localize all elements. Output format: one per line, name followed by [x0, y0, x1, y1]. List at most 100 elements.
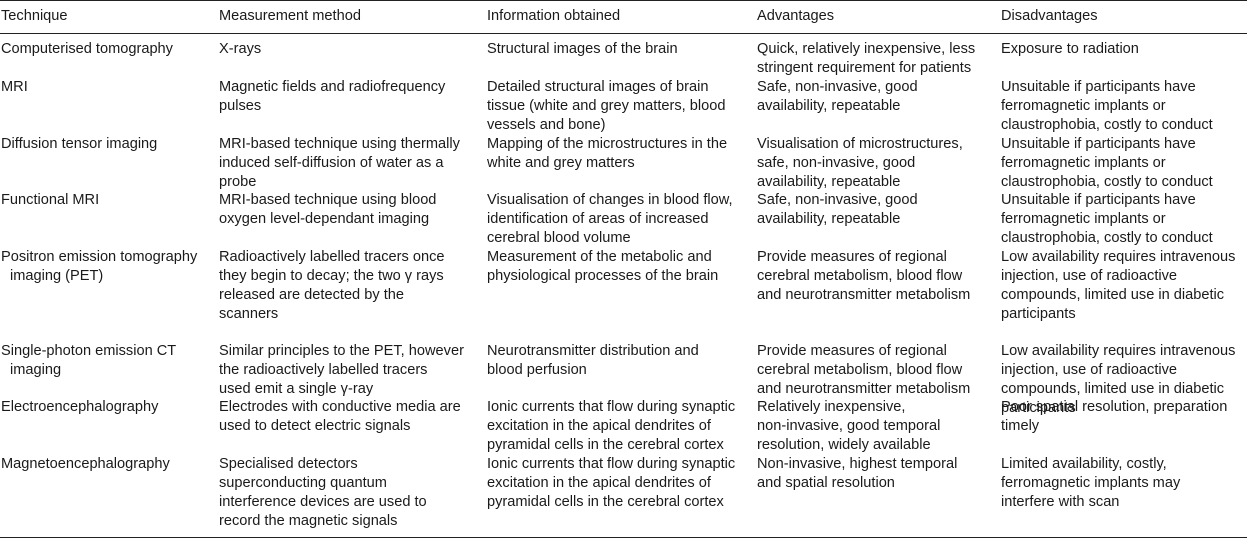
cell-advantages: Non-invasive, highest temporal and spatia…	[757, 455, 957, 493]
cell-line: Measurement of the metabolic and	[487, 249, 712, 265]
cell-line: interfere with scan	[1001, 494, 1120, 510]
cell-advantages: Safe, non-invasive, good availability, re…	[757, 78, 918, 116]
cell-information-obtained: Detailed structural images of brain tissu…	[487, 78, 725, 135]
cell-line: Magnetic fields and radiofrequency	[219, 79, 446, 95]
cell-line: Similar principles to the PET, however	[219, 343, 464, 359]
cell-technique: Magnetoencephalography	[1, 455, 170, 474]
cell-measurement-method: MRI-based technique using blood oxygen le…	[219, 191, 436, 229]
cell-technique: Electroencephalography	[1, 398, 158, 417]
header-rule	[0, 33, 1247, 34]
cell-line: imaging	[10, 362, 62, 378]
cell-line: claustrophobia, costly to conduct	[1001, 230, 1213, 246]
cell-line: Exposure to radiation	[1001, 41, 1139, 57]
cell-line: interference devices are used to	[219, 494, 427, 510]
cell-line: Safe, non-invasive, good	[757, 79, 918, 95]
cell-line: Ionic currents that flow during synaptic	[487, 399, 736, 415]
cell-technique: Diffusion tensor imaging	[1, 135, 157, 154]
cell-line: released are detected by the	[219, 287, 404, 303]
cell-technique: MRI	[1, 78, 28, 97]
cell-line: probe	[219, 174, 257, 190]
cell-line: Diffusion tensor imaging	[1, 136, 158, 152]
cell-line: Unsuitable if participants have	[1001, 136, 1196, 152]
cell-technique: Computerised tomography	[1, 40, 173, 59]
cell-measurement-method: Radioactively labelled tracers once they …	[219, 248, 445, 324]
cell-advantages: Visualisation of microstructures,safe, n…	[757, 135, 963, 192]
cell-line: induced self-diffusion of water as a	[219, 155, 444, 171]
header-measurement-method: Measurement method	[219, 8, 361, 24]
cell-line: Structural images of the brain	[487, 41, 678, 57]
cell-line: Functional MRI	[1, 192, 100, 208]
cell-line: Positron emission tomography	[1, 249, 198, 265]
cell-line: MRI	[1, 79, 28, 95]
cell-line: ferromagnetic implants or	[1001, 211, 1166, 227]
cell-line: pulses	[219, 98, 262, 114]
cell-technique: Functional MRI	[1, 191, 99, 210]
cell-line: and spatial resolution	[757, 475, 895, 491]
cell-line: tissue (white and grey matters, blood	[487, 98, 726, 114]
cell-line: superconducting quantum	[219, 475, 387, 491]
cell-line: X-rays	[219, 41, 262, 57]
cell-line: they begin to decay; the two γ rays	[219, 268, 444, 284]
cell-line: availability, repeatable	[757, 174, 901, 190]
cell-line: oxygen level-dependant imaging	[219, 211, 430, 227]
cell-line: excitation in the apical dendrites of	[487, 418, 711, 434]
cell-line: blood perfusion	[487, 362, 587, 378]
header-information-obtained: Information obtained	[487, 8, 621, 24]
cell-information-obtained: Visualisation of changes in blood flow,i…	[487, 191, 733, 248]
cell-line: participants	[1001, 400, 1076, 416]
cell-line: Quick, relatively inexpensive, less	[757, 41, 976, 57]
cell-line: cerebral metabolism, blood flow	[757, 268, 963, 284]
cell-line: scanners	[219, 306, 279, 322]
cell-line: availability, repeatable	[757, 98, 901, 114]
cell-line: Low availability requires intravenous	[1001, 249, 1236, 265]
cell-line: claustrophobia, costly to conduct	[1001, 117, 1213, 133]
cell-line: Poor spatial resolution, preparation	[1001, 399, 1228, 415]
cell-line: participants	[1001, 306, 1076, 322]
cell-line: Unsuitable if participants have	[1001, 192, 1196, 208]
cell-line: used to detect electric signals	[219, 418, 411, 434]
cell-information-obtained: Mapping of the microstructures in the whi…	[487, 135, 727, 173]
cell-line: pyramidal cells in the cerebral cortex	[487, 494, 724, 510]
cell-advantages: Provide measures of regional cerebral met…	[757, 342, 970, 399]
cell-line: Radioactively labelled tracers once	[219, 249, 445, 265]
cell-line: identification of areas of increased	[487, 211, 709, 227]
header-advantages: Advantages	[757, 8, 835, 24]
cell-line: safe, non-invasive, good	[757, 155, 916, 171]
cell-measurement-method: Magnetic fields and radiofrequency pulses	[219, 78, 445, 116]
header-technique: Technique	[1, 8, 68, 24]
cell-line: cerebral metabolism, blood flow	[757, 362, 963, 378]
cell-line: MRI-based technique using blood	[219, 192, 437, 208]
cell-line: Unsuitable if participants have	[1001, 79, 1196, 95]
cell-line: claustrophobia, costly to conduct	[1001, 174, 1213, 190]
cell-line: cerebral blood volume	[487, 230, 631, 246]
cell-line: Computerised tomography	[1, 41, 173, 57]
cell-line: physiological processes of the brain	[487, 268, 719, 284]
cell-line: compounds, limited use in diabetic	[1001, 287, 1225, 303]
cell-measurement-method: MRI-based technique using thermally induc…	[219, 135, 460, 192]
cell-line: record the magnetic signals	[219, 513, 398, 529]
cell-information-obtained: Measurement of the metabolic and physiolo…	[487, 248, 718, 286]
cell-line: Provide measures of regional	[757, 343, 947, 359]
cell-information-obtained: Neurotransmitter distribution and blood p…	[487, 342, 699, 380]
cell-line: Mapping of the microstructures in the	[487, 136, 728, 152]
cell-line: Safe, non-invasive, good	[757, 192, 918, 208]
cell-line: Non-invasive, highest temporal	[757, 456, 958, 472]
cell-line: Detailed structural images of brain	[487, 79, 709, 95]
cell-line: Neurotransmitter distribution and	[487, 343, 699, 359]
cell-line: white and grey matters	[487, 155, 635, 171]
cell-disadvantages: Exposure to radiation	[1001, 40, 1139, 59]
cell-line: MRI-based technique using thermally	[219, 136, 460, 152]
cell-line: vessels and bone)	[487, 117, 606, 133]
cell-line: ferromagnetic implants may	[1001, 475, 1181, 491]
